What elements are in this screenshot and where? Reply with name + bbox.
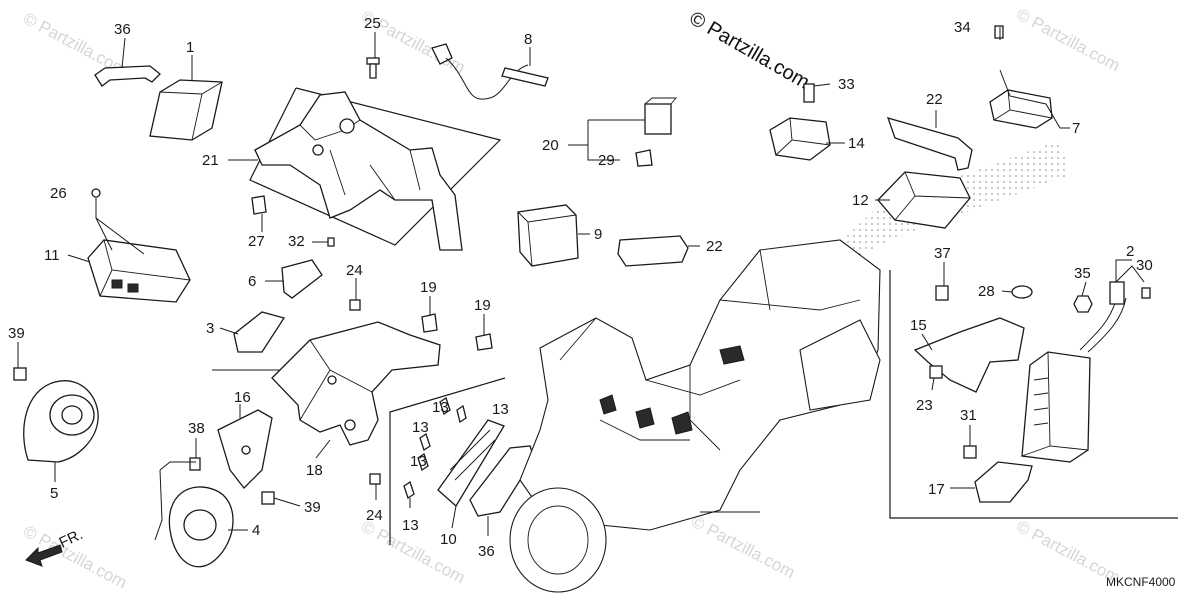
callout-22: 22 <box>706 238 723 255</box>
callout-24: 24 <box>366 507 383 524</box>
part-12-ecu <box>877 171 971 229</box>
leader-lines <box>17 27 1145 536</box>
part-37-bolt <box>935 285 949 301</box>
motorcycle-illustration <box>509 239 881 593</box>
part-17-cover <box>974 461 1033 503</box>
part-9-module <box>517 204 579 267</box>
callout-14: 14 <box>848 135 865 152</box>
callout-25: 25 <box>364 15 381 32</box>
callout-24: 24 <box>346 262 363 279</box>
part-1-module <box>149 79 223 141</box>
watermark-text: © Partzilla.com <box>1013 5 1123 76</box>
callout-13: 13 <box>402 517 419 534</box>
battery-section-frame <box>889 270 1178 519</box>
callout-13: 13 <box>410 453 427 470</box>
part-36-clip <box>94 65 161 87</box>
callout-2: 2 <box>1126 243 1134 260</box>
part-22-cover-lower <box>617 235 689 267</box>
part-22-cover <box>886 117 973 171</box>
part-5-horn <box>23 380 99 463</box>
part-20-connector <box>635 97 677 167</box>
battery <box>1021 351 1091 463</box>
callout-17: 17 <box>928 481 945 498</box>
callout-36: 36 <box>114 21 131 38</box>
part-24-bolt <box>349 299 361 311</box>
callout-18: 18 <box>306 462 323 479</box>
callout-30: 30 <box>1136 257 1153 274</box>
part-31-bolt <box>963 445 977 459</box>
part-25-bolt <box>366 57 380 79</box>
copyright-text: © Partzilla.com <box>686 7 814 93</box>
callout-21: 21 <box>202 152 219 169</box>
callout-39: 39 <box>304 499 321 516</box>
part-19-clip <box>475 333 493 351</box>
part-8-sensor <box>431 43 549 100</box>
callout-10: 10 <box>440 531 457 548</box>
callout-39: 39 <box>8 325 25 342</box>
callout-3: 3 <box>206 320 214 337</box>
part-19-clip <box>421 313 438 333</box>
callout-13: 13 <box>412 419 429 436</box>
callout-12: 12 <box>852 192 869 209</box>
callout-4: 4 <box>252 522 260 539</box>
part-7-relay <box>989 25 1053 129</box>
callout-33: 33 <box>838 76 855 93</box>
part-39-bolt <box>261 491 275 505</box>
part-14-sensor <box>769 83 831 161</box>
diagram-code: MKCNF4000 <box>1106 575 1176 589</box>
part-39-bolt <box>13 367 27 381</box>
part-24-bolt <box>369 473 381 485</box>
callout-32: 32 <box>288 233 305 250</box>
part-23-bolt <box>929 365 943 379</box>
callout-11: 11 <box>44 247 60 264</box>
part-2-harness <box>1079 281 1151 353</box>
callout-38: 38 <box>188 420 205 437</box>
callout-27: 27 <box>248 233 265 250</box>
callout-19: 19 <box>420 279 437 296</box>
callout-36: 36 <box>478 543 495 560</box>
part-16-bracket <box>217 409 273 489</box>
part-27-clip <box>251 195 267 215</box>
part-10-fuse-box <box>437 419 505 508</box>
callout-1: 1 <box>186 39 194 56</box>
part-15-bracket <box>913 317 1025 393</box>
part-4-horn <box>154 457 234 568</box>
callout-7: 7 <box>1072 120 1080 137</box>
callout-22: 22 <box>926 91 943 108</box>
callout-8: 8 <box>524 31 532 48</box>
part-32-screw <box>327 237 335 247</box>
part-11-control-unit <box>87 188 191 303</box>
callout-34: 34 <box>954 19 971 36</box>
callout-9: 9 <box>594 226 602 243</box>
watermark-text: © Partzilla.com <box>688 512 798 583</box>
fuse-box-frame <box>389 377 506 545</box>
callout-37: 37 <box>934 245 951 262</box>
part-13-terminal <box>403 396 467 500</box>
callouts: 36 1 21 25 8 20 29 33 14 22 12 34 7 26 1… <box>8 15 1153 560</box>
callout-5: 5 <box>50 485 58 502</box>
callout-13: 13 <box>492 401 509 418</box>
part-6-connector <box>281 259 323 299</box>
front-label: FR. <box>57 526 86 552</box>
callout-35: 35 <box>1074 265 1091 282</box>
callout-31: 31 <box>960 407 977 424</box>
callout-15: 15 <box>910 317 927 334</box>
callout-16: 16 <box>234 389 251 406</box>
callout-20: 20 <box>542 137 559 154</box>
callout-19: 19 <box>474 297 491 314</box>
callout-26: 26 <box>50 185 67 202</box>
callout-23: 23 <box>916 397 933 414</box>
callout-6: 6 <box>248 273 256 290</box>
part-35-nut <box>1073 295 1093 313</box>
part-3-connector <box>233 311 286 353</box>
callout-13: 13 <box>432 399 449 416</box>
part-18-bracket <box>271 321 441 446</box>
callout-29: 29 <box>598 152 615 169</box>
callout-28: 28 <box>978 283 995 300</box>
part-28-clamp <box>1011 285 1033 299</box>
part-21-bracket <box>249 87 502 251</box>
